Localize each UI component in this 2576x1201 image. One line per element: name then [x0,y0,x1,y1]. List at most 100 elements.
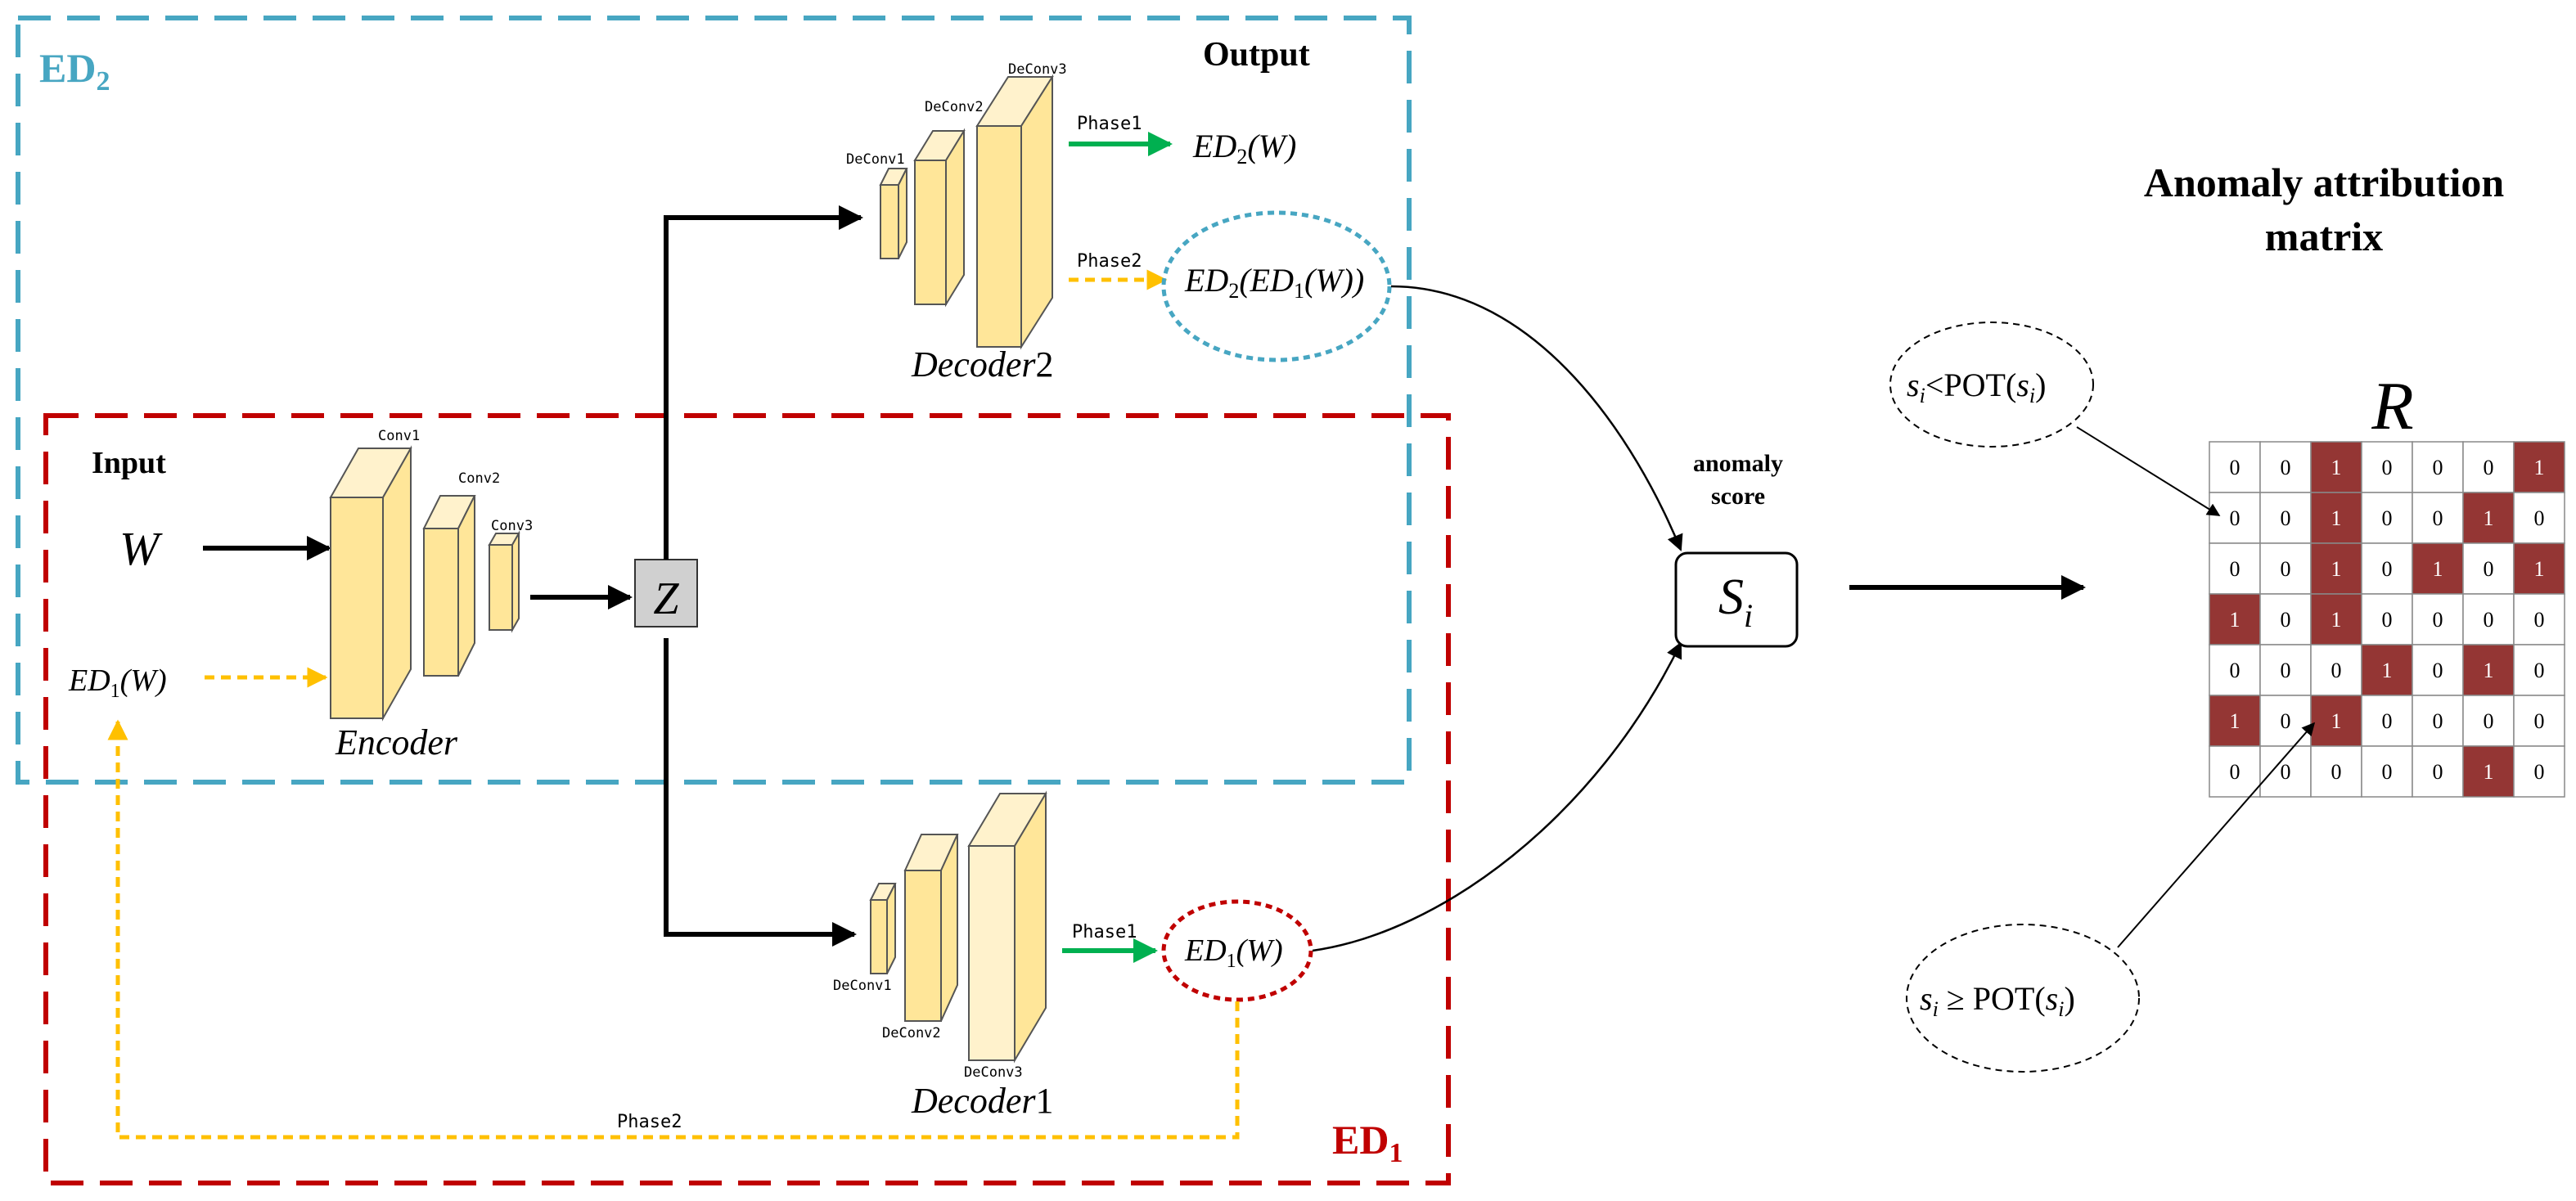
lt-pot-label: si<POT(si) [1907,367,2046,407]
ed1-region-label: ED1 [1332,1117,1403,1168]
matrix-cell-value: 0 [2433,709,2443,733]
latent-z-label: Z [653,574,679,624]
matrix-cell [2310,492,2362,544]
matrix-cell-value: 1 [2382,659,2393,682]
ed2ed1w-to-score-curve [1390,285,1683,551]
matrix-cell [2412,542,2464,595]
matrix-cell [2462,492,2515,544]
matrix-cell-value: 0 [2484,557,2494,581]
matrix-cell-value: 0 [2484,456,2494,479]
matrix-cell-value: 0 [2382,760,2393,784]
matrix-title-2: matrix [2265,214,2383,259]
ed1w-output-label: ED1(W) [1184,933,1283,972]
matrix-cell-value: 0 [2382,709,2393,733]
encoder-conv3-label: Conv3 [491,518,533,534]
decoder2-deconv2-block [913,128,966,308]
matrix-cell-value: 0 [2484,608,2494,632]
encoder-conv2-label: Conv2 [458,470,500,487]
score-si-box [1674,551,1799,648]
decoder2-phase1-label: Phase1 [1077,114,1142,134]
matrix-title: Anomaly attribution [2144,160,2505,205]
matrix-cell-value: 0 [2281,557,2291,581]
matrix-cell-value: 1 [2230,608,2240,632]
matrix-cell-value: 0 [2534,760,2545,784]
matrix-cell [2259,492,2312,544]
decoder2-phase2-label: Phase2 [1077,251,1142,272]
decoder1-deconv1-label: DeConv1 [833,978,892,994]
matrix-cell [2361,593,2413,645]
feedback-phase2-arrow [107,719,1240,1140]
matrix-cell-value: 0 [2331,760,2342,784]
ge-pot-label: si ≥ POT(si) [1920,980,2075,1021]
matrix-cell [2513,542,2565,595]
matrix-cell-value: 0 [2484,709,2494,733]
output-title: Output [1203,36,1310,74]
decoder1-deconv2-label: DeConv2 [882,1025,941,1041]
decoder2-deconv1-block [879,168,908,259]
matrix-cell [2209,745,2261,798]
decoder2-deconv3-label: DeConv3 [1008,61,1067,78]
decoder1-deconv2-block [903,834,959,1022]
matrix-cell [2462,593,2515,645]
decoder2-label: Decoder2 [911,344,1054,385]
matrix-cell [2310,695,2362,747]
decoder1-deconv3-label: DeConv3 [964,1064,1023,1081]
matrix-cell-value: 1 [2534,456,2545,479]
encoder-label: Encoder [335,722,458,762]
matrix-cell [2259,593,2312,645]
matrix-cell-value: 0 [2534,506,2545,530]
decoder1-label: Decoder1 [911,1081,1054,1121]
matrix-cell-value: 0 [2281,456,2291,479]
matrix-cell-value: 0 [2281,608,2291,632]
decoder2-deconv3-block [975,74,1054,350]
matrix-cell-value: 0 [2433,608,2443,632]
ed1-region [43,413,1451,1185]
matrix-cell-value: 0 [2534,659,2545,682]
matrix-cell-value: 1 [2484,659,2494,682]
ge-pot-pointer [2117,722,2316,948]
matrix-cell-value: 0 [2433,456,2443,479]
matrix-cell-value: 1 [2331,608,2342,632]
matrix-cell [2310,593,2362,645]
ed2w-output-label: ED2(W) [1192,128,1296,169]
ed1w-to-score-curve [1312,641,1682,952]
matrix-cell [2361,542,2413,595]
matrix-cell-value: 1 [2534,557,2545,581]
matrix-cell-value: 0 [2433,506,2443,530]
encoder-conv1-label: Conv1 [378,428,420,444]
ed2ed1w-ellipse [1161,210,1392,362]
matrix-cell [2361,745,2413,798]
matrix-cell [2209,542,2261,595]
encoder-conv3-block [488,530,520,633]
w-symbol: W [119,522,163,575]
matrix-cell-value: 0 [2433,659,2443,682]
matrix-cell-value: 1 [2484,760,2494,784]
matrix-cell [2513,745,2565,798]
matrix-cell-value: 0 [2281,760,2291,784]
decoder1-deconv3-block [967,790,1047,1064]
matrix-cell-value: 0 [2230,506,2240,530]
matrix-cell [2209,492,2261,544]
decoder1-deconv1-block [869,883,897,974]
lt-pot-ellipse [1889,322,2094,448]
matrix-cell [2209,695,2261,747]
decoder2-deconv2-label: DeConv2 [925,99,984,115]
matrix-cell-value: 0 [2230,659,2240,682]
z-to-decoder1-arrow [664,638,857,947]
ge-pot-ellipse [1906,924,2140,1073]
ed2ed1w-output-label: ED2(ED1(W)) [1184,262,1364,303]
matrix-cell [2462,695,2515,747]
matrix-cell-value: 1 [2230,709,2240,733]
matrix-cell-value: 0 [2281,659,2291,682]
matrix-cell [2361,441,2413,493]
score-si-label: Si [1718,569,1753,634]
matrix-cell-value: 1 [2484,506,2494,530]
encoder-conv1-block [329,445,412,722]
matrix-cell [2412,492,2464,544]
matrix-cell-value: 0 [2230,456,2240,479]
decoder2-deconv1-label: DeConv1 [846,151,905,168]
matrix-cell [2310,542,2362,595]
matrix-cell-value: 0 [2534,608,2545,632]
z-to-decoder2-arrow [664,205,863,560]
matrix-cell [2462,745,2515,798]
